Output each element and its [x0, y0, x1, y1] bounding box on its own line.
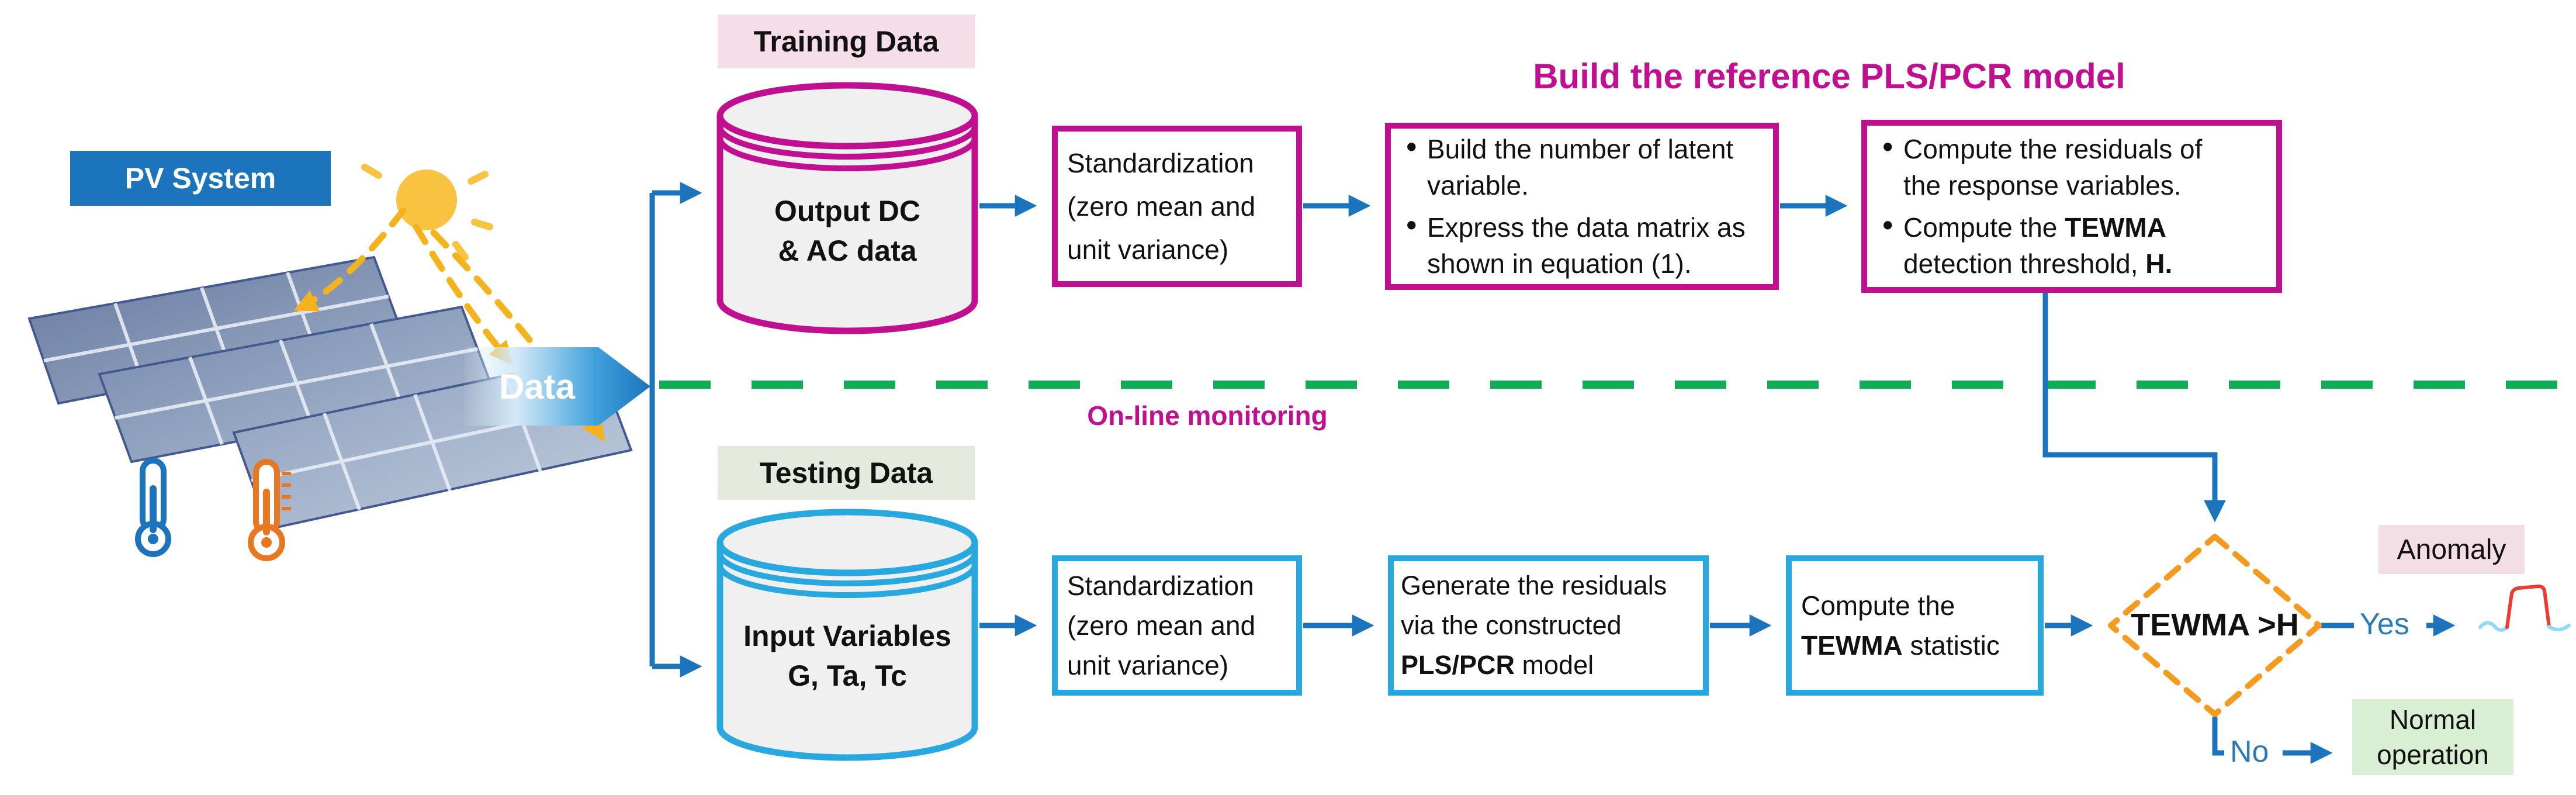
std-line2: (zero mean and: [1067, 610, 1256, 641]
database-cylinder-icon: [716, 82, 978, 334]
generate-line1: Generate the residuals: [1401, 571, 1667, 600]
training-data-label: Training Data: [718, 15, 975, 68]
training-database: Output DC & AC data: [714, 82, 981, 334]
bullet-item: Express the data matrix as shown in equa…: [1406, 209, 1765, 282]
signal-pulse-icon: [2478, 585, 2571, 632]
thermometer-orange-icon: [248, 459, 291, 561]
no-line-before: [2212, 717, 2224, 756]
standardization-box-testing: Standardization (zero mean and unit vari…: [1052, 555, 1302, 696]
bullet-item: Compute the TEWMA detection threshold, H…: [1882, 209, 2224, 282]
std-line3: unit variance): [1067, 234, 1229, 265]
normal-operation-label: Normal operation: [2352, 699, 2513, 775]
training-data-label-text: Training Data: [753, 25, 939, 58]
generate-line2: via the constructed: [1401, 610, 1622, 640]
arrow-threshold-to-decision: [2042, 290, 2226, 523]
residuals-threshold-box: Compute the residuals of the response va…: [1861, 120, 2282, 293]
compute-line1: Compute the: [1801, 590, 1955, 621]
std-line1: Standardization: [1067, 148, 1254, 178]
sun-icon: [361, 164, 493, 261]
std-line3: unit variance): [1067, 650, 1229, 680]
testing-db-line2: G, Ta, Tc: [788, 659, 907, 692]
latent-variable-box: Build the number of latent variable. Exp…: [1385, 123, 1779, 290]
testing-data-label: Testing Data: [718, 446, 975, 500]
yes-branch-label: Yes: [2360, 607, 2409, 641]
pv-system-label-text: PV System: [124, 162, 276, 195]
compute-tewma-box: Compute the TEWMA statistic: [1786, 555, 2044, 696]
database-cylinder-icon: [716, 509, 978, 761]
no-branch-label: No: [2230, 735, 2269, 769]
testing-db-line1: Input Variables: [743, 620, 951, 652]
training-db-line1: Output DC: [774, 195, 920, 227]
standardization-box-training: Standardization (zero mean and unit vari…: [1052, 126, 1302, 287]
generate-residuals-box: Generate the residuals via the construct…: [1388, 555, 1709, 696]
pv-system-label: PV System: [70, 151, 331, 206]
decision-condition-label: TEWMA >H: [2131, 607, 2299, 642]
bullet-item: Compute the residuals of the response va…: [1882, 131, 2224, 203]
bullet-item: Build the number of latent variable.: [1406, 131, 1765, 203]
testing-data-label-text: Testing Data: [759, 457, 933, 489]
generate-line3: PLS/PCR model: [1401, 650, 1594, 680]
normal-text-line1: Normal: [2389, 704, 2477, 735]
normal-text-line2: operation: [2377, 739, 2489, 770]
anomaly-outcome-label: Anomaly: [2378, 525, 2525, 574]
data-arrow-label: Data: [498, 367, 576, 406]
thermometer-blue-icon: [135, 458, 171, 557]
std-line1: Standardization: [1067, 571, 1254, 601]
model-section-title: Build the reference PLS/PCR model: [1533, 57, 2125, 96]
training-db-line2: & AC data: [778, 234, 917, 267]
anomaly-text: Anomaly: [2397, 534, 2506, 565]
decision-diamond: [2108, 534, 2322, 717]
testing-database: Input Variables G, Ta, Tc: [714, 509, 981, 761]
compute-line2: TEWMA statistic: [1801, 630, 2000, 661]
online-monitoring-label: On-line monitoring: [1087, 400, 1328, 431]
std-line2: (zero mean and: [1067, 191, 1256, 222]
